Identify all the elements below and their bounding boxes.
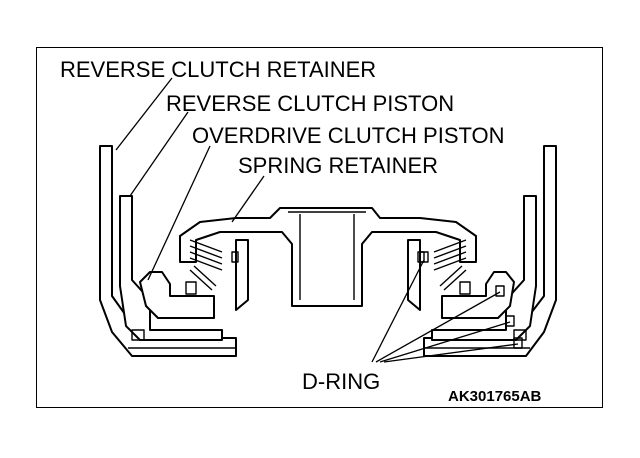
overdrive-clutch-piston (131, 271, 527, 341)
label-reverse-clutch-retainer: REVERSE CLUTCH RETAINER (60, 57, 376, 82)
figure-code: AK301765AB (448, 388, 542, 405)
spring-retainer (179, 207, 477, 311)
label-overdrive-clutch-piston: OVERDRIVE CLUTCH PISTON (192, 123, 505, 148)
label-d-ring: D-RING (302, 369, 380, 394)
label-spring-retainer: SPRING RETAINER (238, 153, 438, 178)
leader-lines (115, 77, 519, 363)
return-springs (185, 239, 471, 295)
d-ring-seals (419, 251, 523, 349)
label-reverse-clutch-piston: REVERSE CLUTCH PISTON (166, 91, 454, 116)
